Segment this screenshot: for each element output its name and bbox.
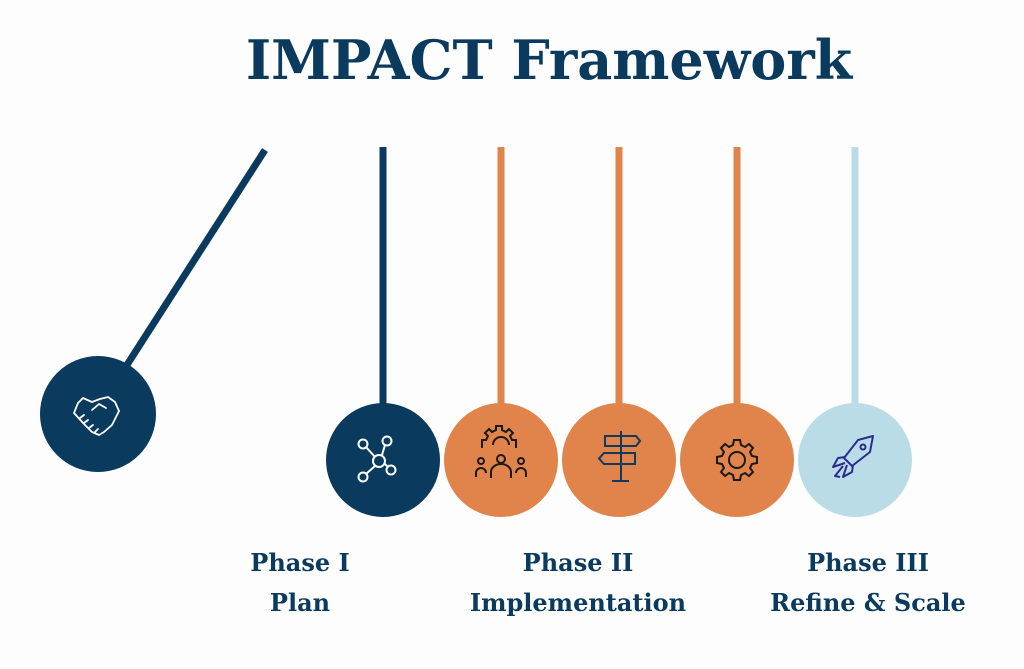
gear-icon <box>716 439 758 481</box>
page-title: IMPACT Framework <box>245 28 853 92</box>
network-icon <box>357 435 397 483</box>
phase-1-subtitle: Plan <box>269 588 331 617</box>
ball-network <box>326 403 440 517</box>
ball-handshake <box>40 356 156 472</box>
handshake-icon <box>73 396 120 436</box>
signpost-icon <box>597 431 642 482</box>
phase-3-label: Phase III Refine & Scale <box>718 543 1018 623</box>
phase-2-label: Phase II Implementation <box>428 543 728 623</box>
phase-1-name: Phase I <box>250 548 350 577</box>
ball-rocket <box>798 403 912 517</box>
team-gear-icon <box>475 425 527 478</box>
rocket-icon <box>832 435 874 478</box>
phase-1-label: Phase I Plan <box>150 543 450 623</box>
phase-3-subtitle: Refine & Scale <box>770 588 966 617</box>
phase-3-name: Phase III <box>807 548 929 577</box>
phase-2-name: Phase II <box>522 548 634 577</box>
phase-2-subtitle: Implementation <box>469 588 687 617</box>
ball-team <box>444 403 558 517</box>
string-1 <box>122 148 268 370</box>
ball-gear <box>680 403 794 517</box>
ball-signpost <box>562 403 676 517</box>
